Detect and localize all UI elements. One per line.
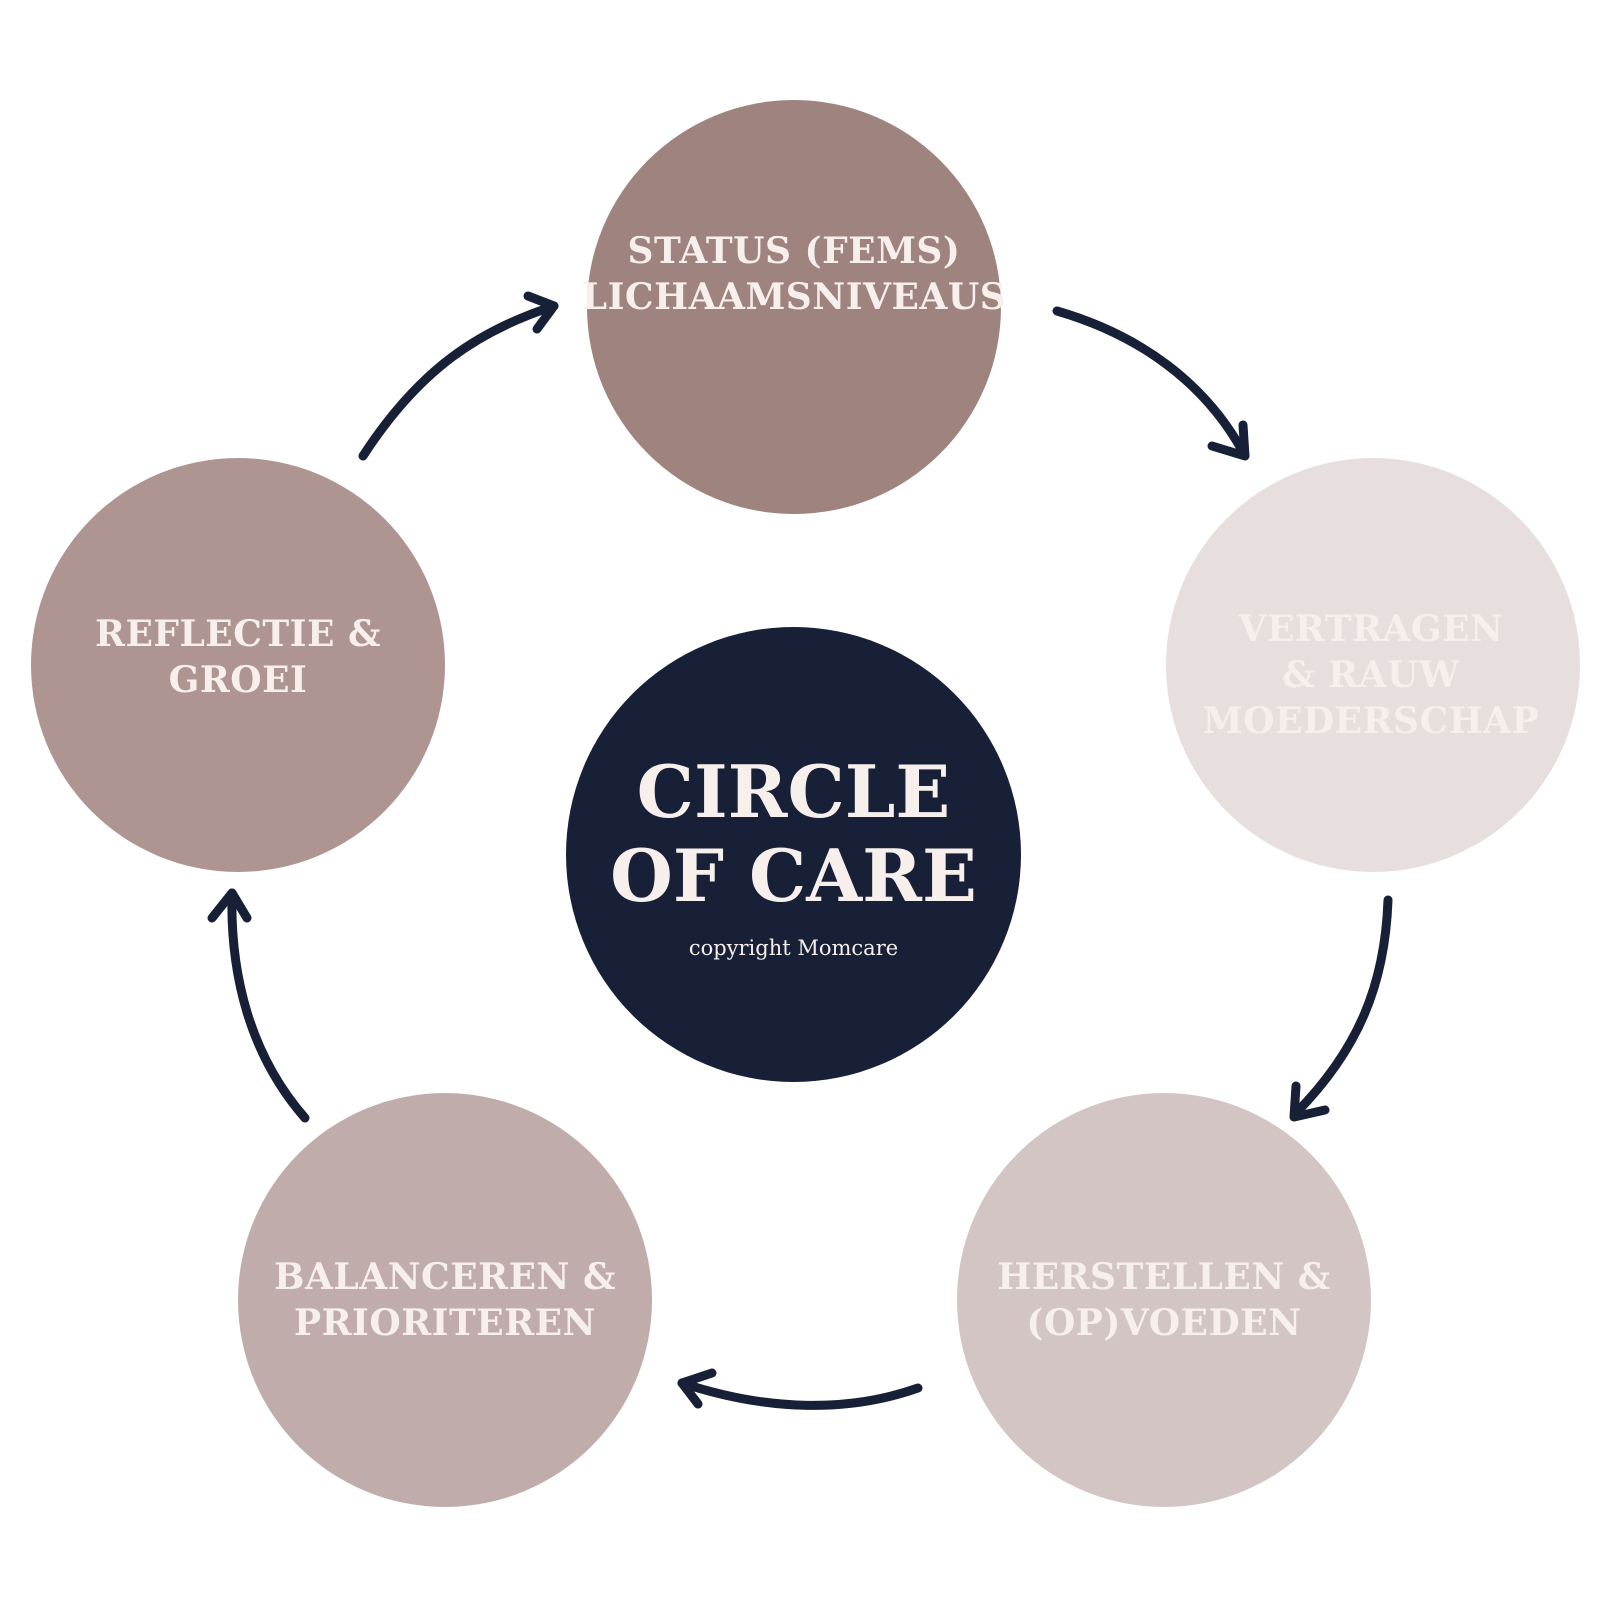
center-circle: CIRCLE OF CARE copyright Momcare: [566, 627, 1021, 1082]
node-balanceren: BALANCEREN & PRIORITEREN: [238, 1093, 652, 1507]
arrow-status-to-vertragen: [1052, 306, 1250, 461]
node-reflectie-label: REFLECTIE & GROEI: [95, 613, 381, 701]
node-reflectie: REFLECTIE & GROEI: [31, 458, 445, 872]
node-status-label: STATUS (FEMS) LICHAAMSNIVEAUS: [581, 230, 1007, 318]
node-vertragen-label: VERTRAGEN & RAUW MOEDERSCHAP: [1202, 608, 1540, 742]
arrow-vertragen-to-herstellen: [1289, 895, 1393, 1122]
node-vertragen: VERTRAGEN & RAUW MOEDERSCHAP: [1166, 458, 1580, 872]
node-status: STATUS (FEMS) LICHAAMSNIVEAUS: [582, 100, 1006, 514]
center-title: CIRCLE OF CARE: [610, 748, 977, 918]
arrow-herstellen-to-balanceren: [677, 1368, 923, 1410]
arrow-reflectie-to-status: [358, 291, 559, 461]
copyright-text: copyright Momcare: [688, 935, 899, 960]
arrow-balanceren-to-reflectie: [207, 888, 310, 1123]
node-herstellen: HERSTELLEN & (OP)VOEDEN: [957, 1093, 1371, 1507]
node-balanceren-label: BALANCEREN & PRIORITEREN: [274, 1255, 616, 1344]
node-herstellen-label: HERSTELLEN & (OP)VOEDEN: [997, 1255, 1331, 1344]
